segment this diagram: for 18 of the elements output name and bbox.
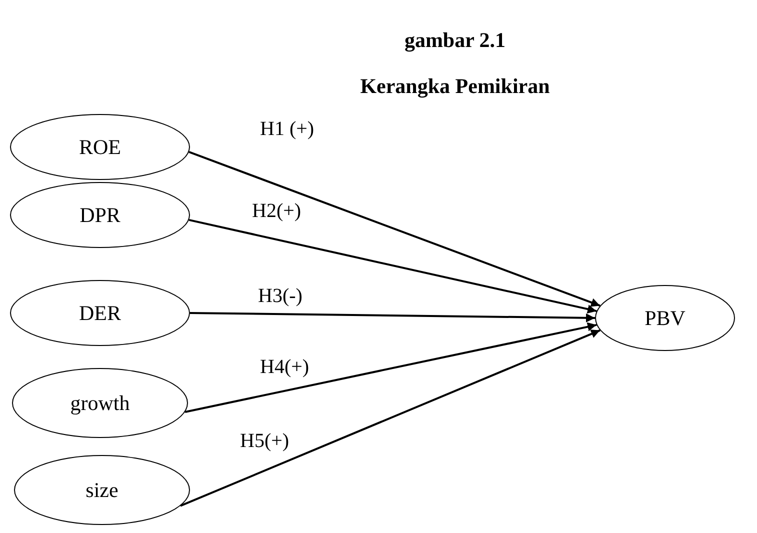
edge-label: H2(+) <box>250 200 304 223</box>
arrow <box>184 322 597 413</box>
edge-label: H3(-) <box>256 285 304 308</box>
figure-title: gambar 2.1 <box>404 28 506 53</box>
arrow <box>190 312 596 322</box>
edge-label: H4(+) <box>258 356 312 379</box>
edge-label: H1 (+) <box>258 118 316 141</box>
variable-label: DPR <box>80 202 120 228</box>
variable-label: growth <box>70 390 130 416</box>
arrow <box>188 218 597 314</box>
figure-caption: Kerangka Pemikiran <box>360 74 550 99</box>
variable-label: ROE <box>79 134 121 160</box>
edge-label: H5(+) <box>238 430 292 453</box>
arrow <box>188 151 600 307</box>
variable-label: PBV <box>644 306 686 330</box>
variable-label: DER <box>79 300 121 326</box>
variable-label: size <box>86 478 118 502</box>
arrow <box>180 329 600 507</box>
